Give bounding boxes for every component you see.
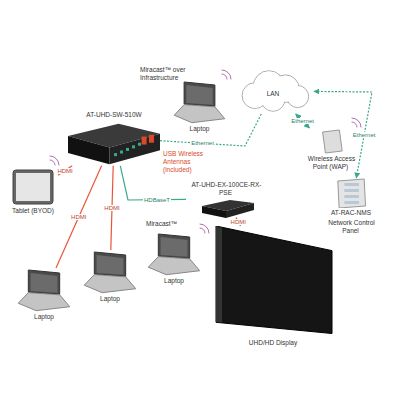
node-label: AT-UHD-SW-510W [85, 111, 142, 118]
laptop-node: Laptop [16, 268, 72, 322]
node-label: Laptop [16, 312, 72, 322]
note-label: Miracast™ over Infrastructure [140, 66, 220, 82]
cable-label: Ethernet [352, 132, 377, 138]
laptop-icon [146, 232, 202, 276]
cable-label: Ethernet [190, 140, 215, 146]
wap-icon [303, 128, 359, 154]
access-point: Wireless Access Point (WAP) [303, 128, 359, 172]
node-label: Laptop [189, 125, 211, 132]
laptop-node: Laptop [82, 250, 138, 304]
panel-icon [318, 178, 384, 208]
display-icon [212, 226, 334, 338]
receiver-box: AT-UHD-EX-100CE-RX-PSE [186, 180, 266, 218]
node-label: UHD/HD Display [212, 338, 334, 348]
node-label: Laptop [33, 313, 55, 320]
cable-label: HDBaseT [143, 197, 171, 203]
node-label: AT-UHD-SW-510W [68, 110, 160, 120]
node-label: Tablet (BYOD) [8, 206, 58, 216]
switcher-device: AT-UHD-SW-510W [68, 110, 160, 166]
node-label: Wireless Access Point (WAP) [303, 154, 359, 172]
note-label: Miracast™ [146, 220, 177, 228]
rx-icon [186, 198, 266, 218]
node-label: AT-UHD-EX-100CE-RX-PSE [186, 180, 266, 198]
node-label: UHD/HD Display [248, 339, 298, 346]
tablet-node: Tablet (BYOD) [8, 168, 58, 216]
node-label: Tablet (BYOD) [11, 207, 55, 214]
laptop-icon [172, 80, 227, 124]
node-label: AT-RAC-NMS [318, 208, 384, 218]
node-sublabel: Network Control Panel [327, 219, 375, 234]
control-panel: AT-RAC-NMS Network Control Panel [318, 178, 384, 235]
device-icon [68, 120, 160, 166]
cable-label: Ethernet [290, 118, 315, 124]
node-label: LAN [232, 89, 314, 99]
node-label: AT-UHD-EX-100CE-RX-PSE [191, 181, 262, 196]
node-label: LAN [266, 90, 281, 97]
cable-label: HDMI [230, 219, 247, 225]
node-label: Wireless Access Point (WAP) [307, 155, 355, 170]
display-node: UHD/HD Display [212, 226, 334, 348]
note-label: USB Wireless Antennas (included) [163, 150, 213, 173]
node-label: AT-RAC-NMS [330, 209, 372, 216]
laptop-node: Laptop [146, 232, 202, 286]
node-label: Laptop [82, 294, 138, 304]
laptop-node: Laptop [172, 80, 227, 134]
node-label: Laptop [163, 277, 185, 284]
node-label: Laptop [146, 276, 202, 286]
node-label: Laptop [172, 124, 227, 134]
laptop-icon [82, 250, 138, 294]
lan-cloud: LAN [232, 68, 314, 114]
laptop-icon [16, 268, 72, 312]
cable-label: HDMI [103, 205, 120, 211]
node-label: Laptop [99, 295, 121, 302]
cable-label: HDMI [70, 214, 87, 220]
tablet-icon [8, 168, 58, 206]
cable-label: HDMI [56, 168, 73, 174]
node-sublabel: Network Control Panel [318, 218, 384, 236]
